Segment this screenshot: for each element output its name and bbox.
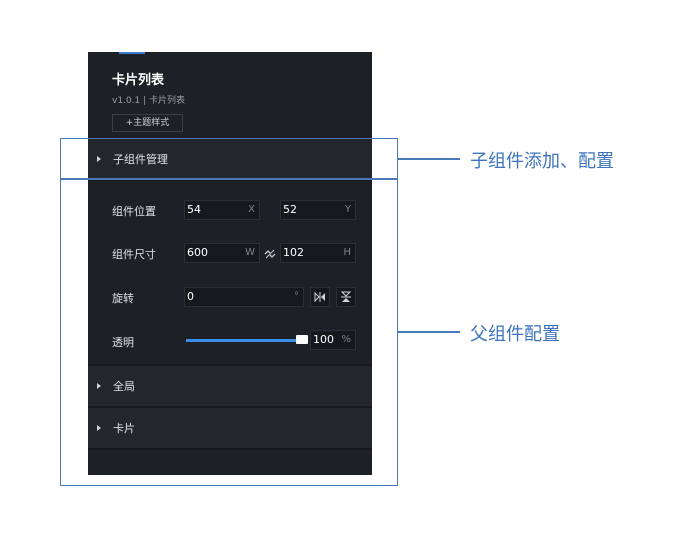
card-label: 卡片 (113, 422, 135, 435)
child-config-annotation: 子组件添加、配置 (470, 151, 614, 172)
caret-right-icon (97, 425, 101, 431)
divider (88, 179, 372, 181)
w-unit: W (245, 247, 255, 258)
divider (88, 406, 372, 408)
global-label: 全局 (113, 380, 135, 393)
h-unit: H (343, 247, 351, 258)
divider (88, 364, 372, 366)
flip-horizontal-button[interactable] (310, 287, 330, 307)
position-y-input[interactable]: 52 Y (280, 200, 356, 220)
degree-unit: ° (294, 291, 299, 302)
rotation-input[interactable]: 0 ° (184, 287, 304, 307)
property-panel: 卡片列表 v1.0.1 | 卡片列表 +主题样式 子组件管理 组件位置 54 X… (88, 52, 372, 475)
size-label: 组件尺寸 (112, 248, 156, 261)
y-unit: Y (344, 204, 351, 215)
opacity-slider-thumb[interactable] (296, 335, 308, 344)
child-component-label: 子组件管理 (113, 153, 168, 166)
flip-vertical-icon (340, 291, 352, 302)
width-value: 600 (187, 246, 208, 259)
child-config-highlight (60, 138, 398, 179)
global-header[interactable]: 全局 (88, 366, 372, 406)
position-label: 组件位置 (112, 205, 156, 218)
component-title: 卡片列表 (112, 73, 165, 88)
flip-vertical-button[interactable] (336, 287, 356, 307)
height-input[interactable]: 102 H (280, 243, 356, 263)
opacity-slider[interactable] (186, 335, 308, 344)
card-header[interactable]: 卡片 (88, 408, 372, 448)
global-section[interactable]: 全局 (88, 366, 372, 406)
component-version: v1.0.1 | 卡片列表 (112, 96, 185, 106)
parent-config-annotation: 父组件配置 (470, 324, 560, 345)
active-tab-indicator (119, 52, 145, 54)
caret-right-icon (97, 383, 101, 389)
width-input[interactable]: 600 W (184, 243, 260, 263)
card-section[interactable]: 卡片 (88, 408, 372, 448)
chain-broken-icon[interactable] (263, 246, 277, 260)
position-x-input[interactable]: 54 X (184, 200, 260, 220)
parent-config-highlight (60, 179, 398, 486)
child-component-header[interactable]: 子组件管理 (88, 139, 372, 179)
x-unit: X (248, 204, 255, 215)
opacity-value: 100 (313, 333, 334, 346)
opacity-input[interactable]: 100 % (310, 330, 356, 350)
divider (88, 448, 372, 450)
height-value: 102 (283, 246, 304, 259)
position-y-value: 52 (283, 203, 297, 216)
opacity-label: 透明 (112, 336, 134, 349)
child-component-section[interactable]: 子组件管理 (88, 139, 372, 180)
theme-style-button[interactable]: +主题样式 (112, 114, 183, 132)
position-x-value: 54 (187, 203, 201, 216)
percent-unit: % (341, 334, 351, 345)
rotation-label: 旋转 (112, 292, 134, 305)
flip-horizontal-icon (314, 291, 325, 303)
opacity-slider-fill (186, 339, 302, 342)
parent-callout-line (398, 331, 460, 333)
caret-right-icon (97, 156, 101, 162)
rotation-value: 0 (187, 290, 194, 303)
child-callout-line (398, 158, 460, 160)
